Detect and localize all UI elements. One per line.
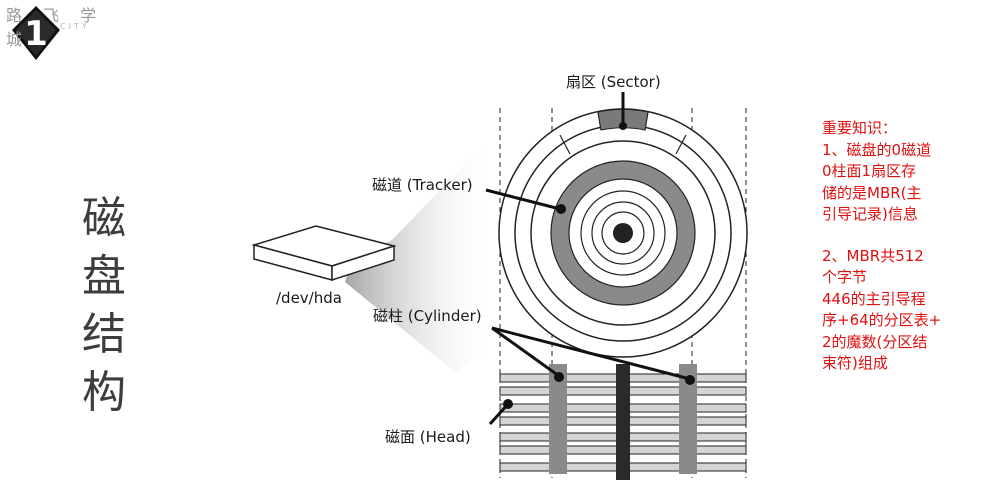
spindle-shaft — [616, 364, 630, 480]
logo-subtext: CITY — [60, 22, 90, 31]
logo-badge-icon: 1 — [12, 6, 60, 60]
cylinder-label: 磁柱 (Cylinder) — [373, 307, 482, 325]
note-line: 2、MBR共512 — [822, 246, 924, 265]
note-line: 个字节 — [822, 268, 868, 286]
logo-text: 路 飞 学 城 — [6, 6, 105, 49]
notes-panel: 重要知识： 1、磁盘的0磁道 0柱面1扇区存 储的是MBR(主 引导记录)信息 … — [822, 118, 998, 375]
highlighted-track — [551, 161, 695, 305]
note-line: 序+64的分区表+ — [822, 311, 942, 329]
sector-label: 扇区 (Sector) — [566, 73, 661, 91]
title-char: 结 — [82, 309, 126, 360]
note-line: 2的魔数(分区结 — [822, 332, 928, 351]
platter-top-view — [498, 108, 748, 358]
notes-heading: 重要知识： — [822, 119, 898, 137]
leader-lines — [485, 92, 691, 426]
hard-drive-icon — [251, 225, 397, 282]
cylinder-column-right — [679, 364, 697, 474]
note-line: 束符)组成 — [822, 354, 888, 372]
note-line: 1、磁盘的0磁道 — [822, 140, 932, 159]
note-line: 引导记录)信息 — [822, 205, 918, 223]
track-label: 磁道 (Tracker) — [372, 176, 473, 194]
cylinder-column-left — [549, 364, 567, 474]
title-char: 盘 — [82, 251, 126, 302]
projection-beam — [345, 130, 498, 372]
note-line: 446的主引导程 — [822, 289, 926, 308]
logo-number: 1 — [24, 14, 48, 54]
slide-title: 磁 盘 结 构 — [74, 190, 134, 422]
spindle-icon — [613, 223, 633, 243]
title-char: 磁 — [82, 193, 126, 244]
logo: 1 路 飞 学 城 CITY — [0, 0, 110, 70]
note-line: 储的是MBR(主 — [822, 183, 922, 202]
note-spacer — [822, 226, 998, 246]
platter-stack-side-view — [499, 364, 747, 480]
device-label: /dev/hda — [276, 289, 342, 307]
note-line: 0柱面1扇区存 — [822, 162, 917, 180]
title-char: 构 — [82, 367, 126, 418]
head-label: 磁面 (Head) — [385, 428, 471, 446]
